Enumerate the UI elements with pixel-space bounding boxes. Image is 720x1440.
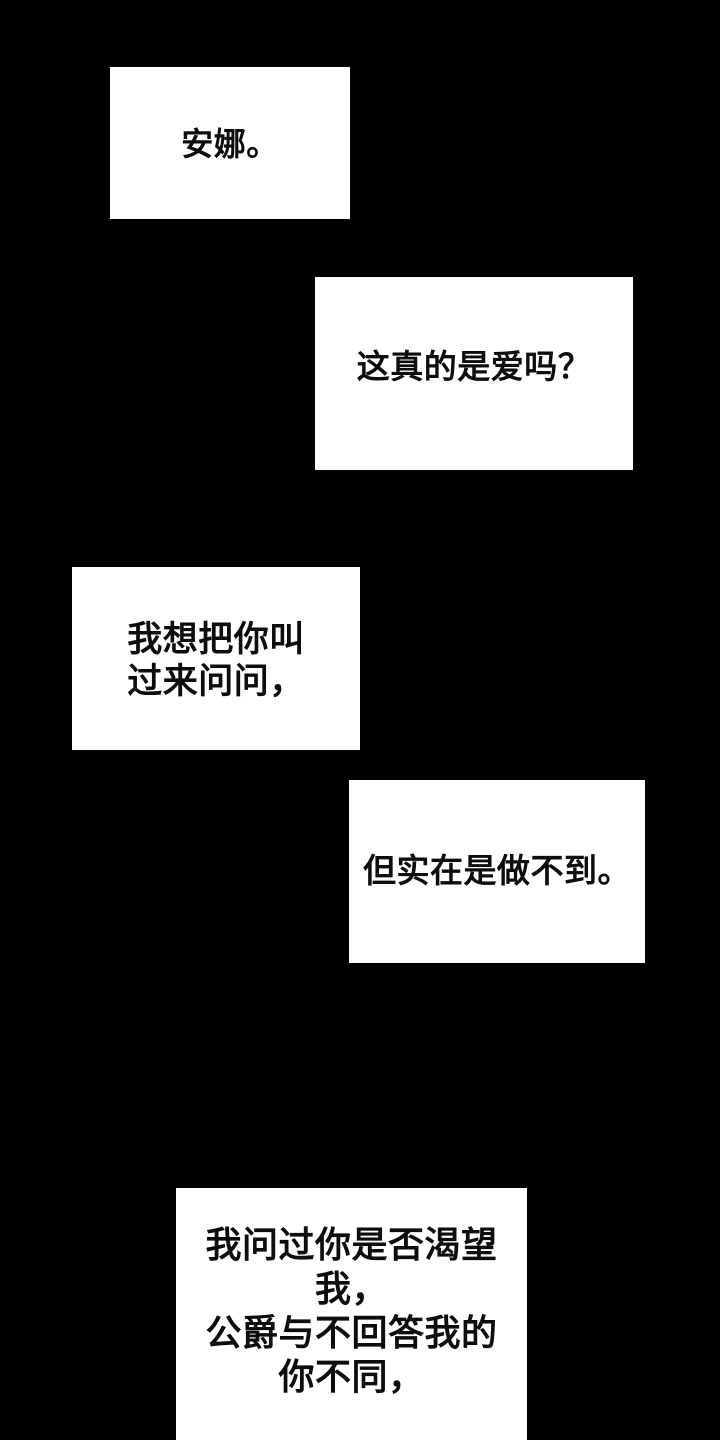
caption-text-4: 但实在是做不到。 bbox=[363, 852, 631, 890]
caption-box-1: 安娜。 bbox=[110, 67, 350, 219]
caption-box-5: 我问过你是否渴望我， 公爵与不回答我的 你不同， bbox=[176, 1188, 527, 1440]
caption-box-2: 这真的是爱吗？ bbox=[315, 277, 633, 470]
caption-text-3: 我想把你叫 过来问问， bbox=[127, 620, 305, 701]
caption-text-1: 安娜。 bbox=[181, 126, 279, 163]
caption-text-5: 我问过你是否渴望我， 公爵与不回答我的 你不同， bbox=[205, 1224, 498, 1397]
caption-text-2: 这真的是爱吗？ bbox=[356, 348, 592, 386]
caption-box-4: 但实在是做不到。 bbox=[349, 780, 645, 963]
caption-box-3: 我想把你叫 过来问问， bbox=[72, 567, 360, 750]
